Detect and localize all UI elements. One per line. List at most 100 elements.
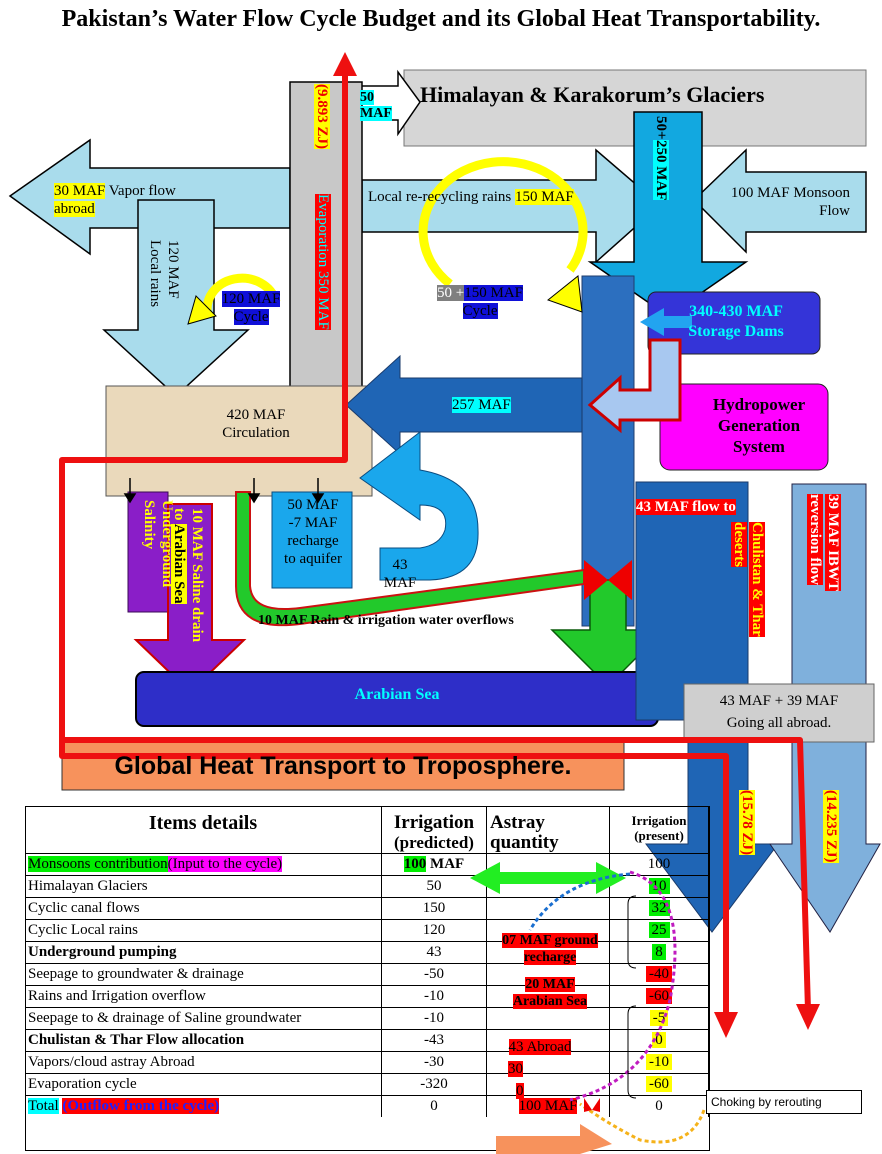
hydro-return-arrow <box>587 338 682 434</box>
small-cycle-arrowhead <box>187 295 217 325</box>
dotted-orange-arrow <box>579 1102 706 1144</box>
row-present: -40 <box>609 963 709 986</box>
dam-link-arrow <box>640 308 692 336</box>
local-recycling-arrow <box>361 148 662 264</box>
row-predicted: 50 <box>381 875 487 898</box>
glacier-input-amount: 50 <box>360 90 374 105</box>
big-cycle-arrowhead <box>546 275 583 313</box>
table-row: Seepage to groundwater & drainage-50-40 <box>25 963 709 986</box>
page-title: Pakistan’s Water Flow Cycle Budget and i… <box>61 6 821 32</box>
local-recycling-label: Local re-recycling rains 150 MAF <box>368 189 574 205</box>
row-item-name: Underground pumping <box>25 941 382 964</box>
row-present: 32 <box>609 897 709 920</box>
row-predicted: -320 <box>381 1073 487 1096</box>
present-value: 10 <box>648 878 670 894</box>
monsoon-arrow <box>692 148 867 254</box>
overflow-label: 10 MAF Rain & irrigation water overflows <box>258 613 514 628</box>
row-present: 8 <box>609 941 709 964</box>
heat-arrowhead-1 <box>714 1012 738 1038</box>
double-arrow <box>470 862 626 894</box>
abroad-box <box>683 683 875 743</box>
heat-14235-label: (14.235 ZJ) <box>823 790 839 863</box>
row-present: 10 <box>609 875 709 898</box>
present-value: 32 <box>648 900 670 916</box>
row-astray <box>486 897 610 920</box>
row-item-name: Seepage to groundwater & drainage <box>25 963 382 986</box>
astray-abroad: 43 Abroad <box>508 1039 572 1055</box>
dotted-magenta-arrow <box>569 870 677 1102</box>
orange-arrow <box>496 1124 612 1154</box>
row-present: -10 <box>609 1051 709 1074</box>
chulistan-label: 43 MAF flow to <box>636 499 736 515</box>
total-name: Total (Outflow from the cycle) <box>25 1095 382 1117</box>
present-value: -60 <box>646 1076 672 1092</box>
evaporation-label: Evaporation 350 MAF <box>315 194 331 330</box>
uturn-arrow <box>359 430 479 581</box>
row-present: -60 <box>609 1073 709 1096</box>
table-row: Vapors/cloud astray Abroad-30 -10 <box>25 1051 709 1074</box>
row-item-name: Rains and Irrigation overflow <box>25 985 382 1008</box>
row-present: -5 <box>609 1007 709 1030</box>
row-predicted: -10 <box>381 1007 487 1030</box>
local-rains-arrow <box>102 199 250 398</box>
row-item-name: Vapors/cloud astray Abroad <box>25 1051 382 1074</box>
row-present: -60 <box>609 985 709 1008</box>
total-predicted: 0 <box>381 1095 487 1117</box>
row-item-name: Himalayan Glaciers <box>25 875 382 898</box>
row-item-name: Evaporation cycle <box>25 1073 382 1096</box>
choking-note: Choking by rerouting <box>706 1090 862 1114</box>
row-item-name: Cyclic canal flows <box>25 897 382 920</box>
hydropower-box <box>659 383 829 471</box>
row-predicted: 150 <box>381 897 487 920</box>
heat-lines <box>59 74 811 1020</box>
flow-257-label: 257 MAF <box>452 397 511 413</box>
saline-drain-arrow <box>133 503 247 694</box>
glacier-down-label: 50+250 MAF <box>653 116 669 200</box>
present-value: 0 <box>652 1032 666 1048</box>
row-predicted: -30 <box>381 1051 487 1074</box>
table-row: Seepage to & drainage of Saline groundwa… <box>25 1007 709 1030</box>
vapor-abroad-label: 30 MAF Vapor flow abroad <box>54 183 176 217</box>
dotted-blue-arrow <box>528 872 631 931</box>
table-row-monsoon: Monsoons contribution(Input to the cycle… <box>25 853 709 876</box>
present-value: 8 <box>652 944 666 960</box>
total-astray: 100 MAF <box>486 1095 610 1117</box>
astray-0: 0 <box>516 1083 524 1099</box>
big-cycle-label: 50 +150 MAF Cycle <box>437 285 523 319</box>
circulation-box <box>105 385 373 497</box>
row-predicted: -10 <box>381 985 487 1008</box>
bowtie <box>584 560 632 600</box>
row-item-name: Seepage to & drainage of Saline groundwa… <box>25 1007 382 1030</box>
header-irrigation-predicted: Irrigation(predicted) <box>381 806 487 854</box>
global-heat-banner <box>61 741 625 791</box>
heat-arrowhead-2 <box>796 1004 820 1030</box>
row-predicted: 120 <box>381 919 487 942</box>
header-irrigation-present: Irrigation(present) <box>609 806 709 854</box>
red-bowtie-small <box>584 1098 600 1112</box>
global-heat-label: Global Heat Transport to Troposphere. <box>114 752 572 780</box>
row-predicted: -43 <box>381 1029 487 1052</box>
astray-30: 30 <box>508 1061 523 1077</box>
cycle-icons <box>202 157 588 318</box>
row-present: 0 <box>609 1029 709 1052</box>
heat-up-label: (9.893 ZJ) <box>314 84 330 149</box>
recharge-box <box>271 491 353 589</box>
